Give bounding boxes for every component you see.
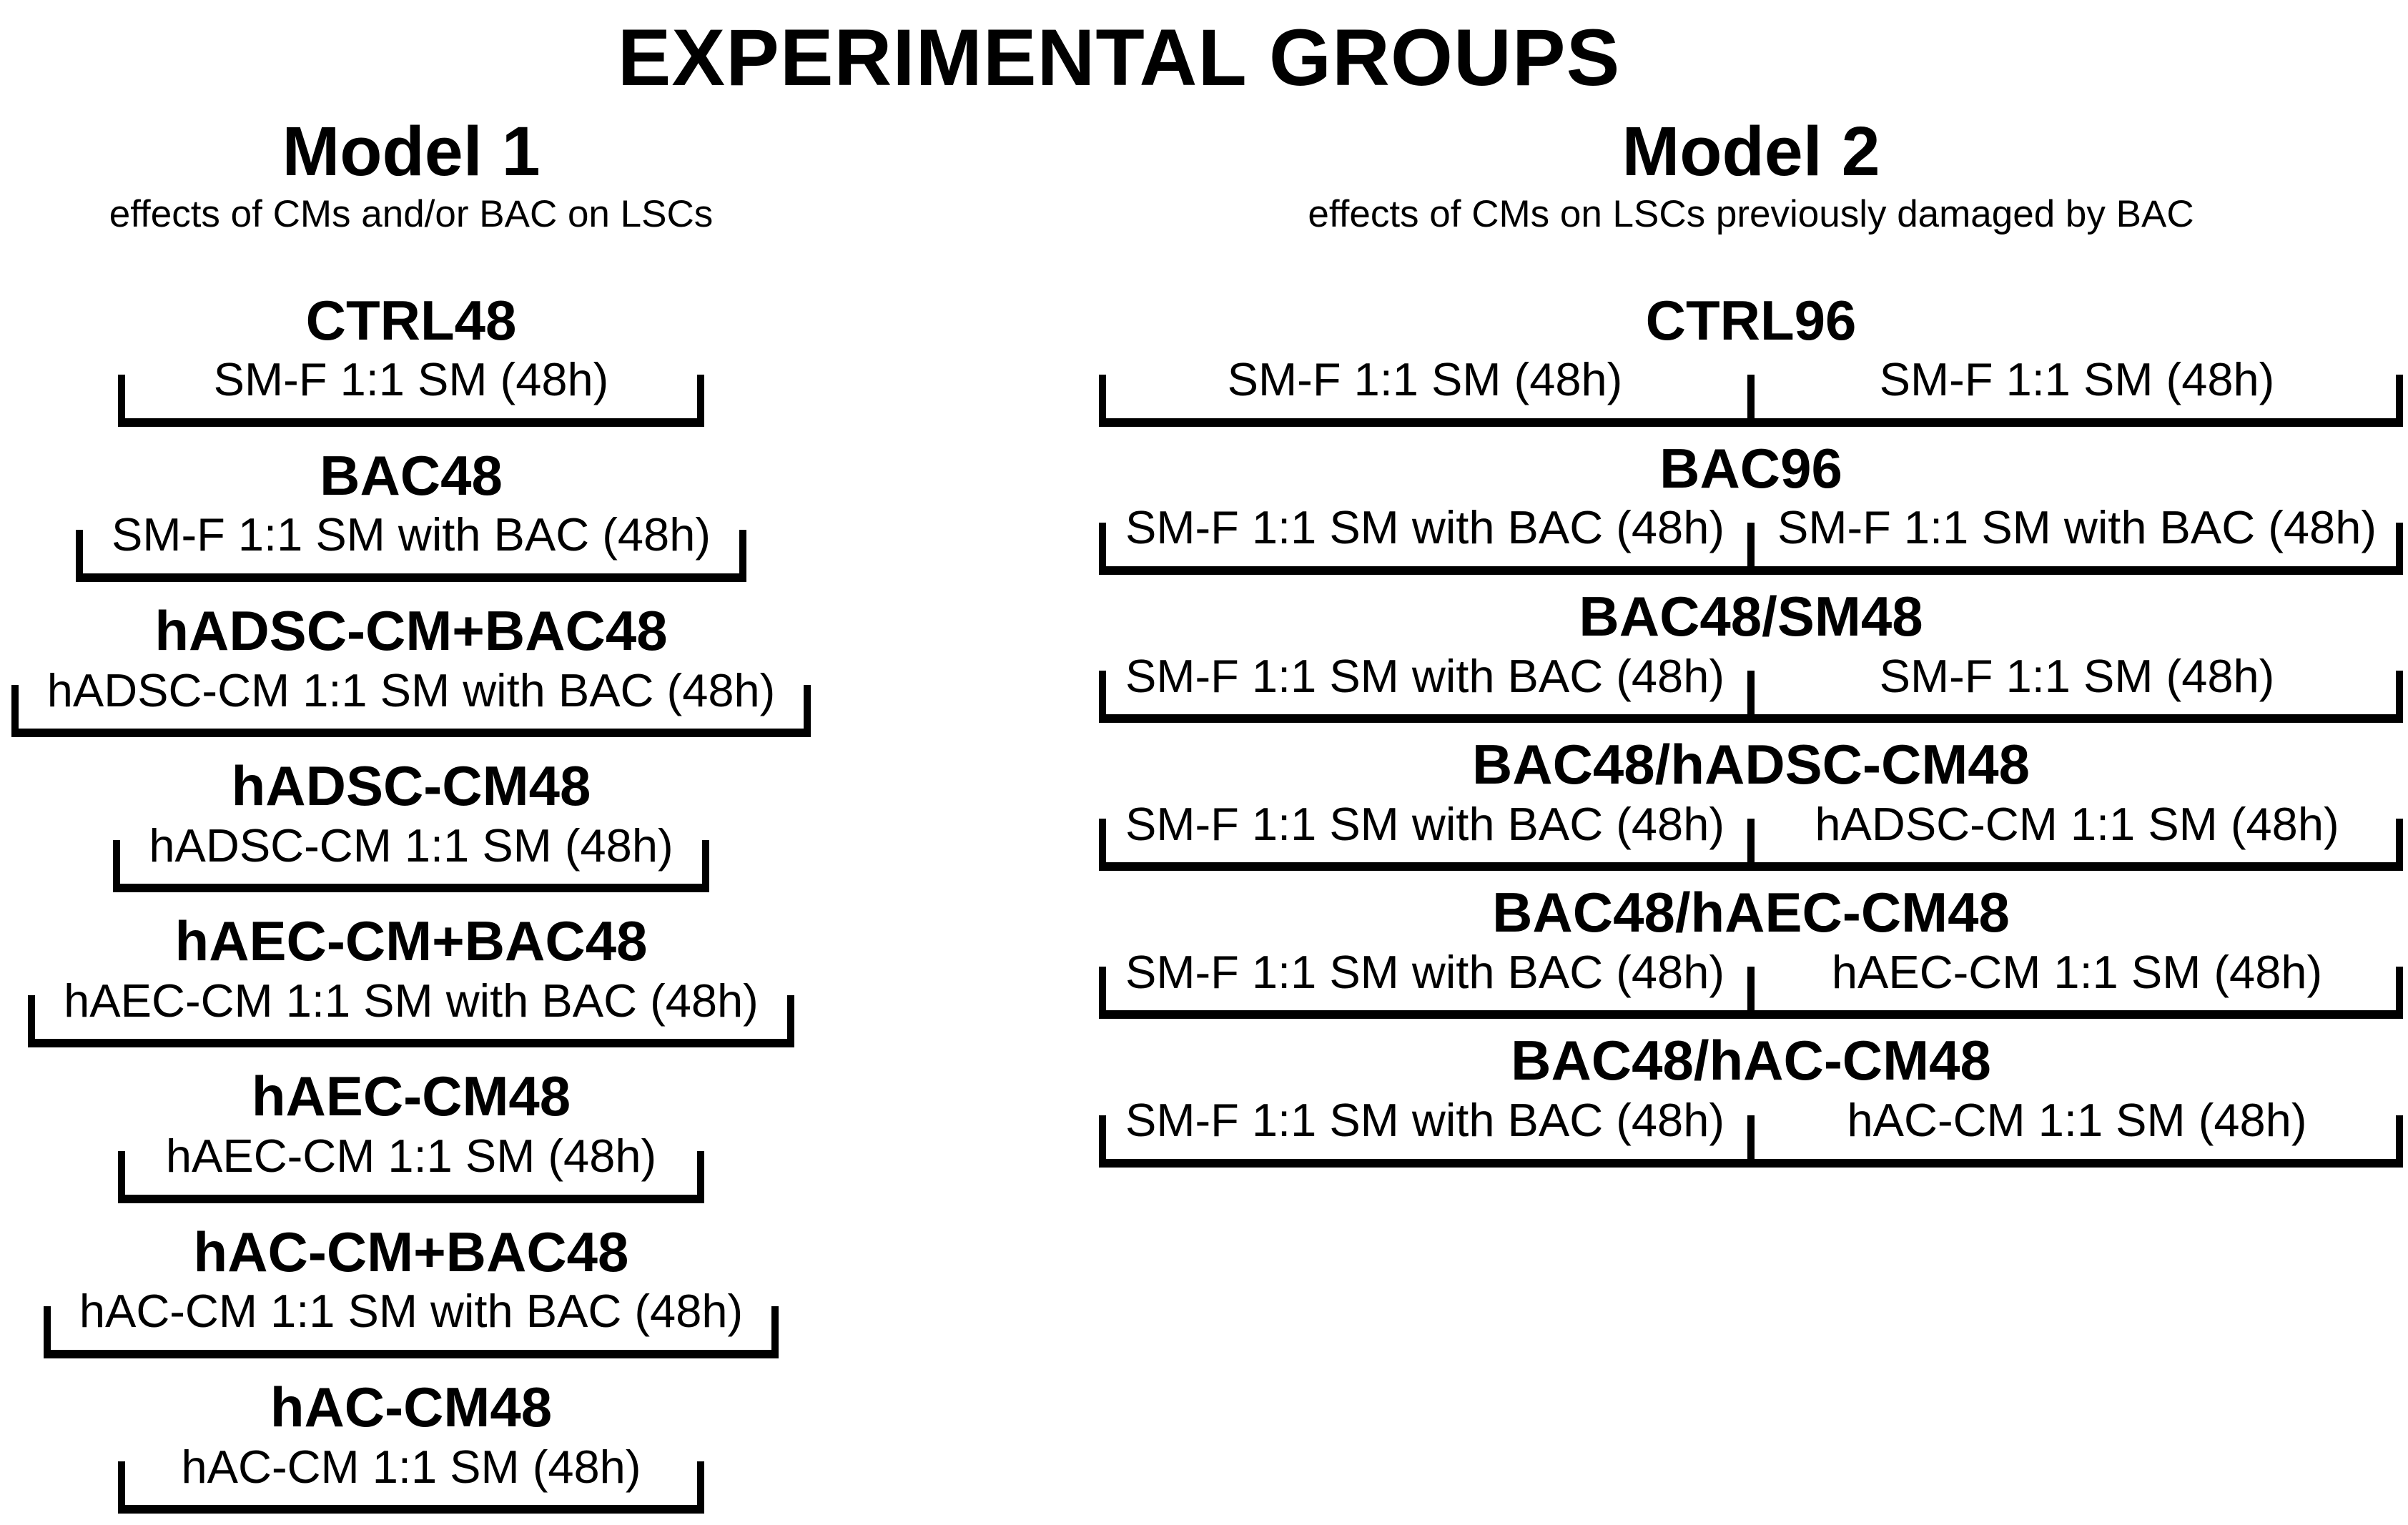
- model-subtitle: effects of CMs on LSCs previously damage…: [1308, 192, 2194, 235]
- condition-label: hADSC-CM 1:1 SM (48h): [149, 819, 673, 872]
- group-name: CTRL48: [305, 288, 517, 352]
- group-name: BAC96: [1659, 436, 1842, 500]
- model-heading: Model 2: [1622, 112, 1880, 191]
- timeline-bracket: SM-F 1:1 SM (48h): [118, 354, 704, 427]
- condition-label: SM-F 1:1 SM (48h): [213, 353, 609, 406]
- condition-label: hADSC-CM 1:1 SM with BAC (48h): [46, 663, 776, 716]
- condition-label-phase-1: SM-F 1:1 SM with BAC (48h): [1125, 797, 1724, 850]
- group-name: BAC48/hADSC-CM48: [1471, 733, 2030, 796]
- experimental-group: hADSC-CM48 hADSC-CM 1:1 SM (48h): [0, 754, 822, 893]
- page-title: EXPERIMENTAL GROUPS: [617, 13, 1621, 102]
- model-column: Model 2 effects of CMs on LSCs previousl…: [1099, 112, 2403, 1177]
- condition-label: SM-F 1:1 SM with BAC (48h): [112, 508, 711, 561]
- timeline-bracket: hAEC-CM 1:1 SM with BAC (48h): [28, 975, 794, 1048]
- experimental-group: hADSC-CM+BAC48 hADSC-CM 1:1 SM with BAC …: [0, 598, 822, 738]
- experimental-group: CTRL96 SM-F 1:1 SM (48h) SM-F 1:1 SM (48…: [1099, 289, 2403, 427]
- group-name: CTRL96: [1645, 288, 1857, 352]
- experimental-group: hAEC-CM48 hAEC-CM 1:1 SM (48h): [0, 1065, 822, 1203]
- experimental-group: CTRL48 SM-F 1:1 SM (48h): [0, 289, 822, 427]
- model-groups: CTRL48 SM-F 1:1 SM (48h) BAC48 SM-F 1:1 …: [0, 289, 822, 1514]
- condition-label-phase-2: SM-F 1:1 SM with BAC (48h): [1777, 501, 2377, 554]
- timeline-bracket-two-phase: SM-F 1:1 SM with BAC (48h) hADSC-CM 1:1 …: [1099, 799, 2403, 872]
- phase-divider-tick: [1747, 522, 1755, 566]
- experimental-group: hAEC-CM+BAC48 hAEC-CM 1:1 SM with BAC (4…: [0, 909, 822, 1048]
- group-name: BAC48/hAEC-CM48: [1492, 881, 2010, 944]
- group-name: hAEC-CM48: [251, 1065, 571, 1128]
- figure-experimental-groups: EXPERIMENTAL GROUPS Model 1 effects of C…: [0, 10, 2408, 1525]
- timeline-bracket-two-phase: SM-F 1:1 SM (48h) SM-F 1:1 SM (48h): [1099, 354, 2403, 427]
- timeline-bracket: hAC-CM 1:1 SM with BAC (48h): [43, 1285, 779, 1358]
- timeline-bracket: hADSC-CM 1:1 SM (48h): [113, 820, 709, 893]
- timeline-bracket: hADSC-CM 1:1 SM with BAC (48h): [11, 663, 811, 738]
- phase-divider-tick: [1747, 967, 1755, 1011]
- timeline-bracket-two-phase: SM-F 1:1 SM with BAC (48h) SM-F 1:1 SM (…: [1099, 651, 2403, 724]
- group-name: BAC48: [320, 443, 503, 507]
- condition-label-phase-2: SM-F 1:1 SM (48h): [1879, 353, 2275, 406]
- group-name: BAC48/hAC-CM48: [1511, 1029, 1991, 1092]
- experimental-group: BAC48/SM48 SM-F 1:1 SM with BAC (48h) SM…: [1099, 584, 2403, 724]
- model-subtitle: effects of CMs and/or BAC on LSCs: [109, 192, 714, 235]
- condition-label-phase-1: SM-F 1:1 SM with BAC (48h): [1125, 501, 1724, 554]
- group-name: hAC-CM+BAC48: [193, 1220, 629, 1283]
- experimental-group: hAC-CM48 hAC-CM 1:1 SM (48h): [0, 1376, 822, 1514]
- model-groups: CTRL96 SM-F 1:1 SM (48h) SM-F 1:1 SM (48…: [1099, 289, 2403, 1168]
- condition-label-phase-1: SM-F 1:1 SM with BAC (48h): [1125, 1094, 1724, 1147]
- experimental-group: BAC48/hADSC-CM48 SM-F 1:1 SM with BAC (4…: [1099, 733, 2403, 872]
- group-name: hADSC-CM+BAC48: [154, 598, 668, 662]
- condition-label: hAC-CM 1:1 SM (48h): [181, 1440, 641, 1493]
- condition-label-phase-2: hADSC-CM 1:1 SM (48h): [1815, 797, 2339, 850]
- group-name: hADSC-CM48: [231, 754, 591, 818]
- model-column: Model 1 effects of CMs and/or BAC on LSC…: [0, 112, 822, 1525]
- condition-label-phase-2: SM-F 1:1 SM (48h): [1879, 649, 2275, 702]
- timeline-bracket-two-phase: SM-F 1:1 SM with BAC (48h) hAEC-CM 1:1 S…: [1099, 947, 2403, 1020]
- condition-label: hAEC-CM 1:1 SM with BAC (48h): [64, 974, 759, 1027]
- timeline-bracket: SM-F 1:1 SM with BAC (48h): [76, 509, 746, 582]
- condition-label-phase-1: SM-F 1:1 SM with BAC (48h): [1125, 945, 1724, 998]
- condition-label-phase-1: SM-F 1:1 SM (48h): [1227, 353, 1623, 406]
- experimental-group: BAC96 SM-F 1:1 SM with BAC (48h) SM-F 1:…: [1099, 437, 2403, 575]
- condition-label: hAEC-CM 1:1 SM (48h): [165, 1130, 657, 1183]
- phase-divider-tick: [1747, 671, 1755, 715]
- condition-label-phase-2: hAC-CM 1:1 SM (48h): [1847, 1094, 2307, 1147]
- experimental-group: BAC48/hAC-CM48 SM-F 1:1 SM with BAC (48h…: [1099, 1029, 2403, 1168]
- phase-divider-tick: [1747, 1115, 1755, 1159]
- timeline-bracket-two-phase: SM-F 1:1 SM with BAC (48h) SM-F 1:1 SM w…: [1099, 502, 2403, 575]
- group-name: hAEC-CM+BAC48: [174, 909, 648, 973]
- condition-label-phase-2: hAEC-CM 1:1 SM (48h): [1831, 945, 2323, 998]
- group-name: BAC48/SM48: [1579, 584, 1923, 648]
- experimental-group: hAC-CM+BAC48 hAC-CM 1:1 SM with BAC (48h…: [0, 1220, 822, 1358]
- timeline-bracket: hAEC-CM 1:1 SM (48h): [118, 1130, 704, 1203]
- phase-divider-tick: [1747, 374, 1755, 418]
- experimental-group: BAC48/hAEC-CM48 SM-F 1:1 SM with BAC (48…: [1099, 881, 2403, 1020]
- group-name: hAC-CM48: [270, 1375, 553, 1438]
- phase-divider-tick: [1747, 819, 1755, 863]
- condition-label: hAC-CM 1:1 SM with BAC (48h): [79, 1285, 744, 1338]
- timeline-bracket-two-phase: SM-F 1:1 SM with BAC (48h) hAC-CM 1:1 SM…: [1099, 1095, 2403, 1168]
- columns: Model 1 effects of CMs and/or BAC on LSC…: [0, 112, 2408, 1525]
- condition-label-phase-1: SM-F 1:1 SM with BAC (48h): [1125, 649, 1724, 702]
- model-heading: Model 1: [282, 112, 541, 191]
- timeline-bracket: hAC-CM 1:1 SM (48h): [118, 1441, 704, 1514]
- experimental-group: BAC48 SM-F 1:1 SM with BAC (48h): [0, 444, 822, 582]
